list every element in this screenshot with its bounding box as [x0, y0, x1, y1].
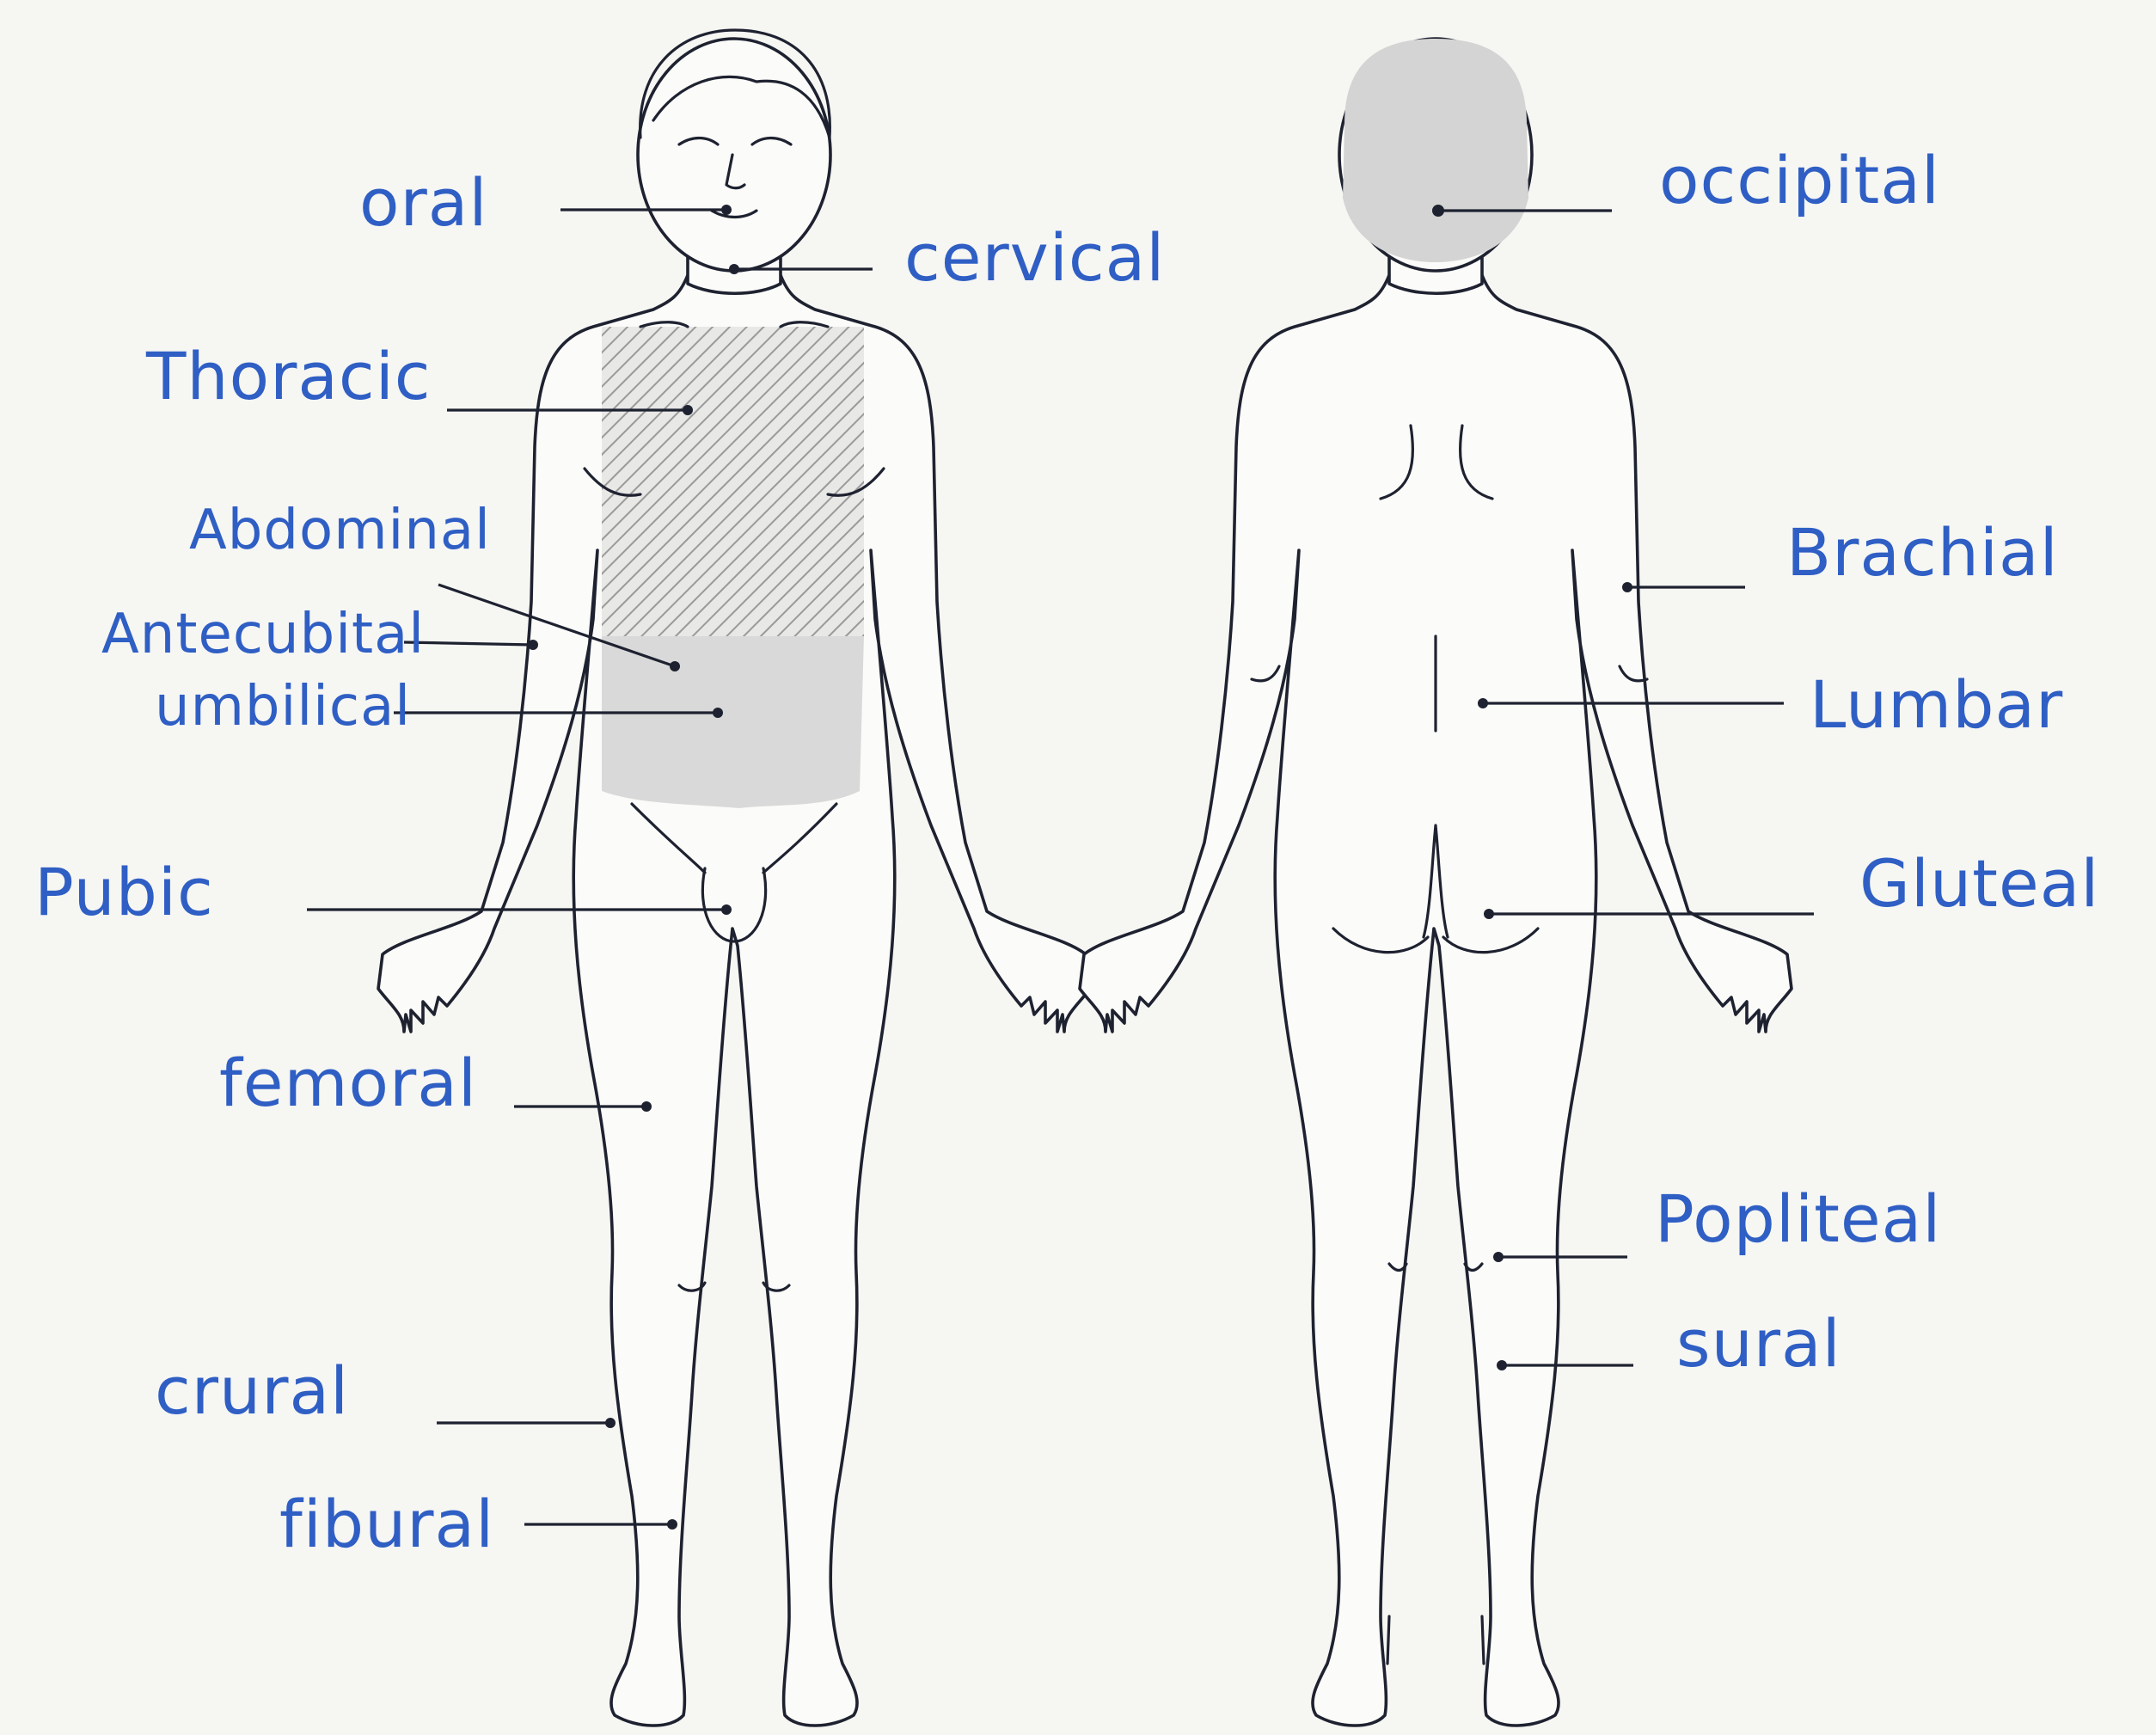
label-crural: crural: [155, 1358, 349, 1424]
label-thoracic: Thoracic: [146, 344, 432, 409]
label-brachial: Brachial: [1786, 520, 2059, 585]
ankle-lines: [1387, 1616, 1484, 1664]
posterior-figure: [1080, 39, 1792, 1726]
abdominal-dot: [670, 661, 680, 671]
label-pubic: Pubic: [34, 860, 214, 925]
label-gluteal: Gluteal: [1859, 851, 2099, 917]
label-oral: oral: [359, 170, 487, 236]
cervical-dot: [729, 264, 739, 274]
oral-dot: [721, 205, 732, 215]
crural-dot: [605, 1418, 616, 1428]
gluteal-dot: [1484, 909, 1494, 919]
thoracic-dot: [683, 405, 693, 415]
lumbar-dot: [1478, 698, 1488, 708]
occipital-region-shading: [1343, 39, 1528, 262]
brachial-dot: [1622, 582, 1632, 592]
pubic-dot: [721, 904, 732, 915]
posterior-body-outline: [1080, 275, 1792, 1726]
label-occipital: occipital: [1659, 148, 1940, 213]
label-cervical: cervical: [904, 225, 1165, 291]
label-antecubital: Antecubital: [101, 607, 425, 662]
anterior-head: [638, 39, 830, 271]
label-femoral: femoral: [219, 1051, 477, 1116]
sural-dot: [1497, 1360, 1507, 1370]
label-popliteal: Popliteal: [1655, 1186, 1941, 1252]
label-sural: sural: [1676, 1311, 1841, 1376]
label-lumbar: Lumbar: [1810, 672, 2063, 738]
umbilical-dot: [713, 708, 723, 718]
abdominal-region-shading: [602, 636, 864, 808]
label-fibural: fibural: [279, 1492, 494, 1557]
fibural-dot: [667, 1519, 677, 1530]
thoracic-region-shading: [602, 327, 864, 636]
occipital-dot: [1432, 205, 1444, 217]
antecubital-dot: [528, 640, 538, 650]
popliteal-dot: [1493, 1252, 1504, 1262]
label-umbilical: umbilical: [155, 679, 411, 734]
femoral-dot: [641, 1101, 652, 1112]
label-abdominal: Abdominal: [189, 503, 491, 558]
